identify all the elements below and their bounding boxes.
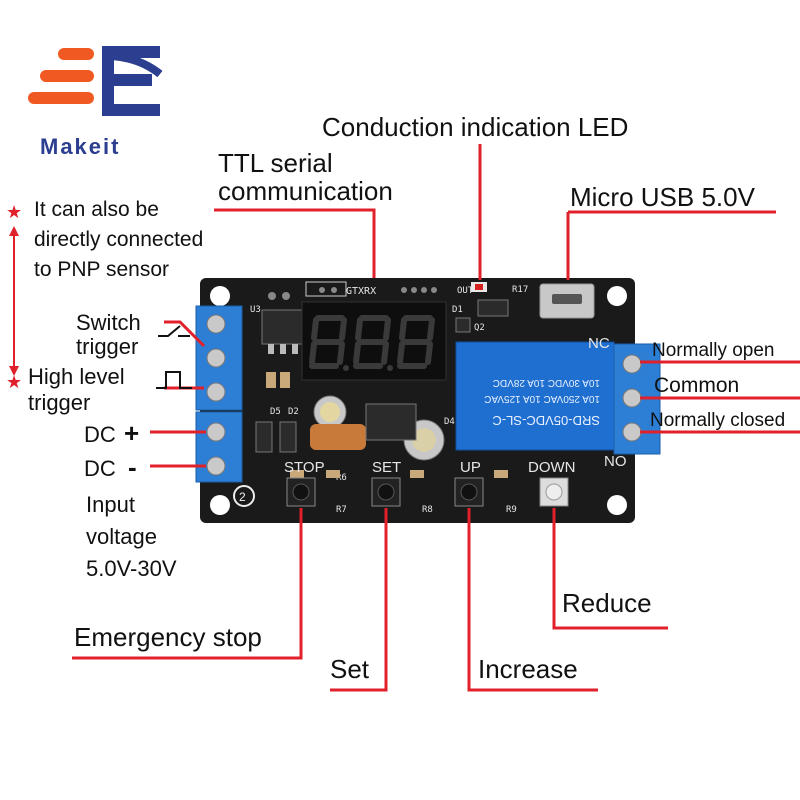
- switch-trigger-symbol-icon: [158, 325, 190, 337]
- normally-open-label: Normally open: [652, 340, 775, 361]
- svg-text:SET: SET: [372, 459, 401, 476]
- designator-d1: D1: [452, 305, 463, 315]
- input-voltage-line2: voltage: [86, 524, 157, 549]
- designator-r17: R17: [512, 285, 528, 295]
- input-voltage-line1: Input: [86, 492, 135, 517]
- designator-d4: D4: [444, 417, 455, 427]
- relay-model: SRD-05VDC-SL-C: [492, 413, 600, 428]
- relay-rating-ac: 10A 250VAC 10A 125VAC: [484, 393, 600, 404]
- ttl-serial-line1: TTL serial: [218, 148, 333, 178]
- common-label: Common: [654, 374, 739, 397]
- normally-closed-label: Normally closed: [650, 410, 785, 431]
- designator-r7: R7: [336, 505, 347, 515]
- board-logo-icon: 2: [233, 485, 255, 507]
- trigger-terminal-block: [195, 305, 243, 411]
- emergency-stop-label: Emergency stop: [74, 622, 262, 652]
- relay-no-label: NO: [604, 453, 627, 470]
- svg-text:STOP: STOP: [284, 459, 325, 476]
- micro-usb-label: Micro USB 5.0V: [570, 182, 756, 212]
- logo-mark-icon: [28, 46, 163, 116]
- star-icon: ★ ★: [6, 202, 22, 392]
- logo-wordmark: Makeit: [40, 134, 120, 159]
- ttl-serial-line2: communication: [218, 176, 393, 206]
- pnp-note-line2: directly connected: [34, 228, 203, 251]
- input-voltage-line3: 5.0V-30V: [86, 556, 177, 581]
- conduction-led-label: Conduction indication LED: [322, 112, 628, 142]
- button-stop[interactable]: STOP: [284, 459, 325, 507]
- relay-nc-label: NC: [588, 335, 610, 352]
- increase-label: Increase: [478, 654, 578, 684]
- designator-u3: U3: [250, 305, 261, 315]
- button-set[interactable]: SET: [371, 459, 401, 507]
- designator-r8: R8: [422, 505, 433, 515]
- switch-trigger-line1: Switch: [76, 310, 141, 335]
- pnp-note-line1: It can also be: [34, 198, 159, 221]
- dc-minus-label: DC: [84, 456, 116, 481]
- svg-text:UP: UP: [460, 459, 481, 476]
- makeit-logo: Makeit: [28, 46, 163, 159]
- header-pins: [268, 287, 437, 300]
- pnp-bracket: [9, 226, 19, 376]
- pnp-note-line3: to PNP sensor: [34, 258, 169, 281]
- relay: SRD-05VDC-SL-C 10A 250VAC 10A 125VAC 10A…: [455, 341, 615, 451]
- designator-d5: D5: [270, 407, 281, 417]
- micro-usb-port: [539, 283, 595, 319]
- svg-text:★: ★: [6, 372, 22, 392]
- seven-segment-display: [301, 301, 447, 381]
- high-level-line2: trigger: [28, 390, 90, 415]
- svg-text:DOWN: DOWN: [528, 459, 576, 476]
- set-label: Set: [330, 654, 370, 684]
- designator-r6: R6: [336, 473, 347, 483]
- conduction-led: [471, 282, 487, 292]
- dc-minus-sign: -: [128, 452, 137, 482]
- high-level-trigger-symbol-icon: [156, 371, 192, 389]
- svg-text:★: ★: [6, 202, 22, 222]
- regulator-chip: [261, 309, 303, 354]
- header-label: GTXRX: [346, 286, 376, 297]
- power-terminal-block: [195, 411, 243, 483]
- relay-rating-dc: 10A 30VDC 10A 28VDC: [493, 377, 600, 388]
- out-label: OUT: [457, 286, 474, 296]
- button-down[interactable]: DOWN: [528, 459, 576, 507]
- designator-d2: D2: [288, 407, 299, 417]
- dc-plus-sign: +: [124, 418, 139, 448]
- switch-trigger-line2: trigger: [76, 334, 138, 359]
- high-level-line1: High level: [28, 364, 125, 389]
- inductor: [310, 403, 417, 450]
- reduce-label: Reduce: [562, 588, 652, 618]
- svg-text:2: 2: [239, 490, 246, 504]
- dc-plus-label: DC: [84, 422, 116, 447]
- designator-r9: R9: [506, 505, 517, 515]
- designator-q2: Q2: [474, 323, 485, 333]
- callout-lines: [72, 144, 800, 692]
- button-up[interactable]: UP: [454, 459, 484, 507]
- pcb-board: GTXRX OUT U3 D1 Q2 R17 L1 D4 D5 D2 R6 R7…: [195, 278, 661, 523]
